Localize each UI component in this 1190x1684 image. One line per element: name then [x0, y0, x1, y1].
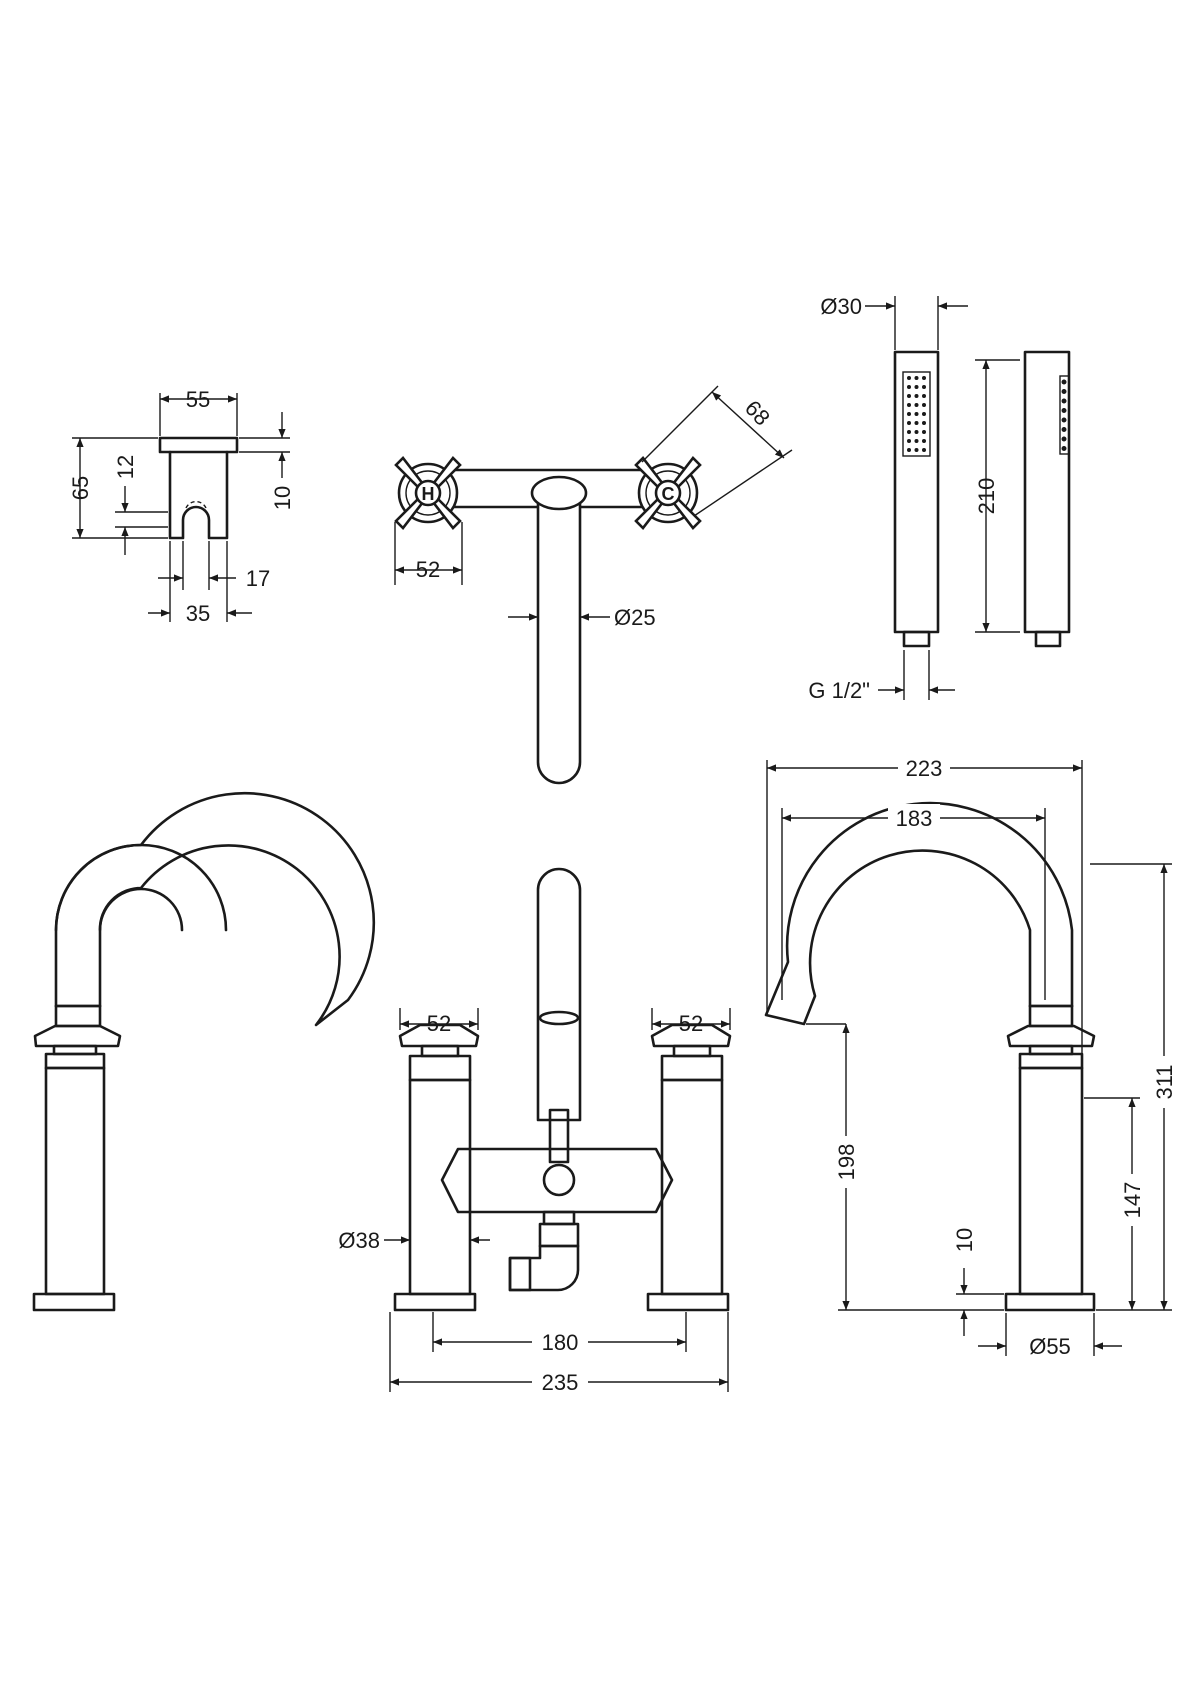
left-spout-inner: [98, 887, 184, 1008]
side-handle: [1006, 1024, 1096, 1048]
dim-holder-slot: 12: [113, 455, 138, 479]
left-base: [32, 1292, 116, 1312]
dim-handset-diameter: Ø30: [820, 294, 862, 319]
dim-side-body-height: 147: [1120, 1182, 1145, 1219]
handset-spray-face: [902, 371, 931, 457]
plan-handle-hot: H: [394, 456, 462, 530]
holder-plate: [158, 436, 239, 454]
handset-spray-nozzles: [907, 376, 926, 452]
dim-side-height-total: 311: [1152, 1064, 1177, 1099]
dim-front-handle-left: 52: [427, 1011, 451, 1036]
dim-front-body-dia: Ø38: [338, 1228, 380, 1253]
dim-holder-depth: 35: [186, 601, 210, 626]
dim-holder-opening: 17: [246, 566, 270, 591]
left-elevation-view: [32, 791, 376, 1312]
front-spout-aerator: [538, 1010, 580, 1026]
side-base: [1004, 1292, 1096, 1312]
dim-plan-spout-dia: Ø25: [614, 605, 656, 630]
holder-body: [168, 450, 229, 540]
front-body-hot: [408, 1078, 472, 1296]
dim-side-reach-total: 223: [906, 756, 943, 781]
side-body: [1018, 1066, 1084, 1296]
front-diverter-knob: [542, 1163, 576, 1197]
dim-handset-length: 210: [974, 478, 999, 515]
left-spout: [54, 791, 376, 1027]
dim-holder-plate: 10: [270, 486, 295, 510]
dim-front-centres: 180: [542, 1330, 579, 1355]
front-bridge: [440, 1147, 674, 1214]
front-body-cold: [660, 1078, 724, 1296]
left-body: [44, 1066, 106, 1296]
handset-side-nozzles: [1061, 379, 1067, 451]
front-diverter-lever: [548, 1108, 570, 1164]
dim-holder-height: 65: [68, 476, 93, 500]
plan-view: H C 68 52 Ø25: [394, 385, 793, 785]
dim-side-reach: 183: [896, 806, 933, 831]
handset-side: [1023, 350, 1071, 634]
left-handle: [33, 1024, 122, 1048]
dim-side-outlet-height: 198: [834, 1144, 859, 1181]
plan-letter-hot: H: [422, 484, 435, 504]
plan-spout: [536, 496, 582, 785]
plan-letter-cold: C: [662, 484, 675, 504]
dim-handset-thread: G 1/2": [808, 678, 870, 703]
side-elevation-view: 223 183 311 147 198 10 Ø55: [764, 754, 1178, 1359]
dim-front-handle-right: 52: [679, 1011, 703, 1036]
dim-holder-width: 55: [186, 387, 210, 412]
front-elevation-view: 52 52 Ø38 180 235: [338, 867, 732, 1395]
front-hose-elbow: [508, 1244, 580, 1292]
dim-plan-handle: 52: [416, 557, 440, 582]
dim-side-base: 10: [952, 1228, 977, 1252]
side-spout: [764, 801, 1074, 1026]
front-spout: [536, 867, 582, 1122]
handset-view: Ø30 210 G 1/2": [808, 294, 1071, 703]
shower-holder-view: 55 65 12 10 17 35: [68, 387, 295, 626]
handset-connector: [902, 630, 931, 648]
dim-side-base-dia: Ø55: [1029, 1334, 1071, 1359]
plan-spout-cap: [530, 475, 588, 511]
plan-handle-cold: C: [634, 456, 702, 530]
dim-front-overall-width: 235: [542, 1370, 579, 1395]
dim-plan-head-span: 68: [740, 395, 775, 430]
holder-slot-hidden: [185, 500, 207, 509]
